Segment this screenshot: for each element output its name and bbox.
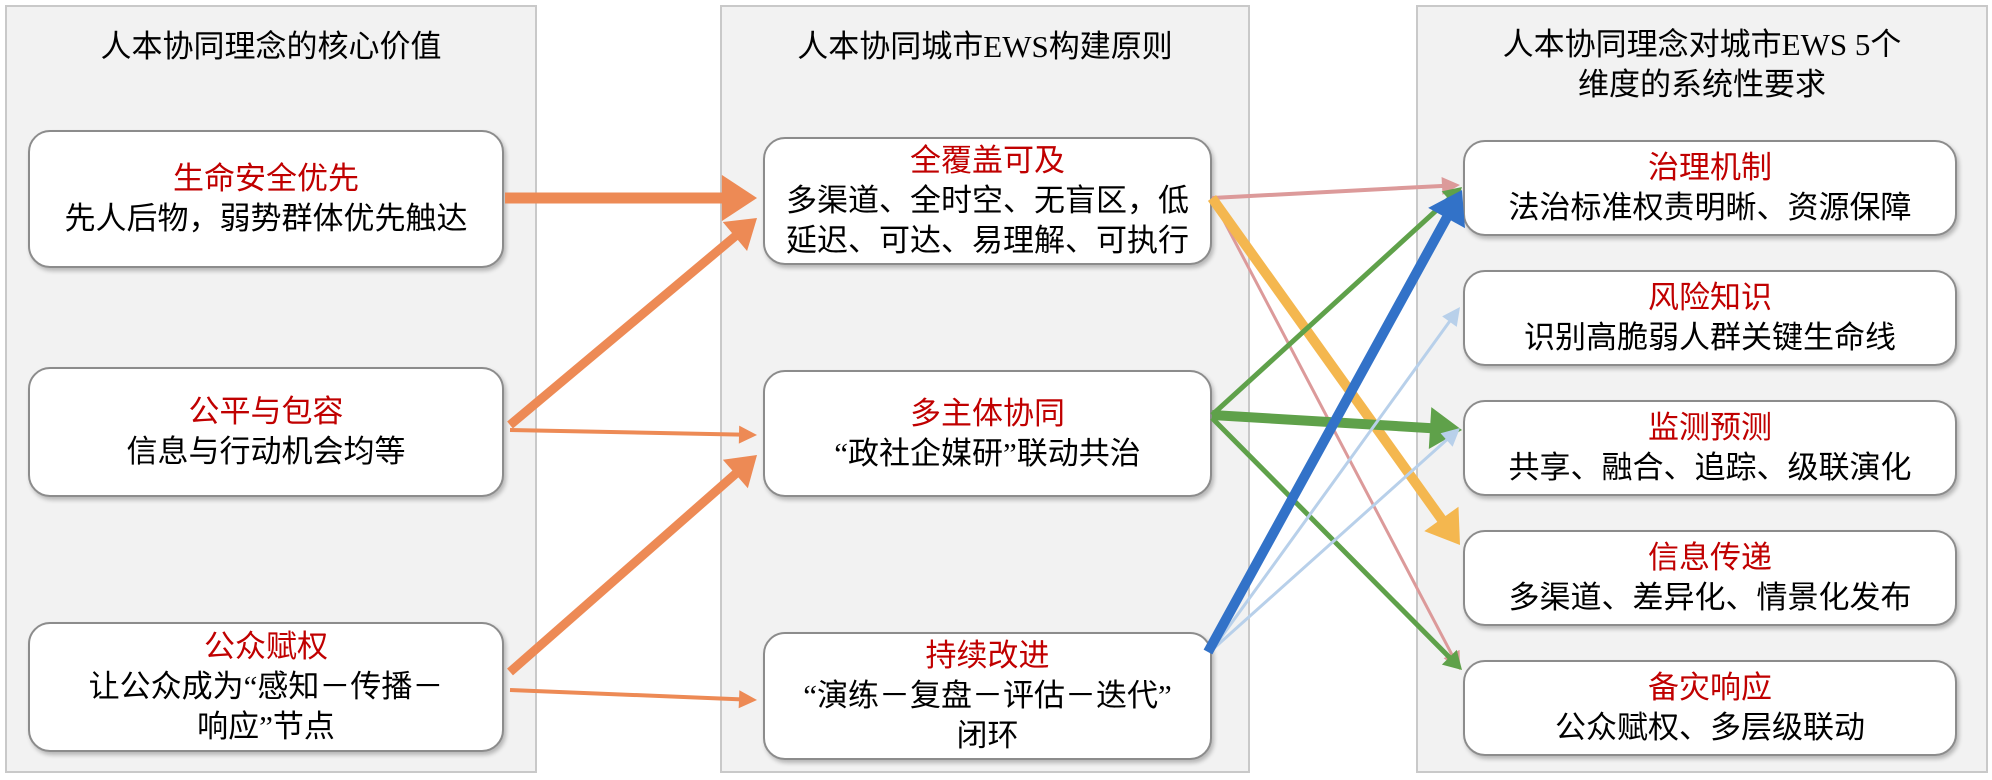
box-text: 闭环 xyxy=(956,718,1019,753)
arrow-shaft xyxy=(1203,213,1452,655)
box-title: 持续改进 xyxy=(925,638,1050,673)
panel-title-line: 维度的系统性要求 xyxy=(1578,67,1826,102)
box-title: 监测预测 xyxy=(1648,410,1772,445)
arrow-shaft xyxy=(509,428,742,437)
box-fairness: 公平与包容 信息与行动机会均等 xyxy=(28,367,504,497)
box-title: 多主体协同 xyxy=(910,395,1065,431)
box-life-safety: 生命安全优先 先人后物，弱势群体优先触达 xyxy=(28,130,504,268)
arrow-head xyxy=(722,455,757,489)
box-text: “政社企媒研”联动共治 xyxy=(834,435,1141,471)
box-title: 公众赋权 xyxy=(204,629,328,664)
arrow-shaft xyxy=(1211,410,1433,434)
panel-title-line: 人本协同理念对城市EWS 5个 xyxy=(1502,27,1902,62)
arrow xyxy=(507,455,757,676)
box-text: “演练－复盘－评估－迭代” xyxy=(803,678,1172,713)
arrow-head xyxy=(1440,428,1460,447)
box-text: 共享、融合、追踪、级联演化 xyxy=(1508,450,1912,485)
box-dissemination: 信息传递 多渠道、差异化、情景化发布 xyxy=(1463,530,1957,626)
box-full-coverage: 全覆盖可及 多渠道、全时空、无盲区，低 延迟、可达、易理解、可执行 xyxy=(763,137,1212,265)
arrow xyxy=(1203,190,1465,655)
box-monitoring: 监测预测 共享、融合、追踪、级联演化 xyxy=(1463,400,1957,496)
box-title: 备灾响应 xyxy=(1648,670,1772,705)
box-text: 信息与行动机会均等 xyxy=(126,434,406,469)
panel-title: 人本协同城市EWS构建原则 xyxy=(797,29,1173,64)
box-governance: 治理机制 法治标准权责明晰、资源保障 xyxy=(1463,140,1957,236)
arrow-head xyxy=(1442,307,1460,327)
box-continuous-improvement: 持续改进 “演练－复盘－评估－迭代” 闭环 xyxy=(763,632,1212,760)
arrow-head xyxy=(721,174,757,222)
arrow-shaft xyxy=(1210,416,1453,661)
box-title: 风险知识 xyxy=(1648,280,1772,315)
arrow xyxy=(509,688,757,709)
box-text: 让公众成为“感知－传播－ xyxy=(88,669,444,704)
arrow xyxy=(507,218,757,429)
arrow xyxy=(1211,176,1460,200)
box-text: 先人后物，弱势群体优先触达 xyxy=(64,201,468,236)
box-text: 法治标准权责明晰、资源保障 xyxy=(1508,190,1912,225)
box-risk-knowledge: 风险知识 识别高脆弱人群关键生命线 xyxy=(1463,270,1957,366)
arrow xyxy=(509,425,757,444)
arrow-shaft xyxy=(1211,183,1445,200)
arrow-shaft xyxy=(1210,319,1452,651)
arrow xyxy=(1210,428,1460,652)
arrow-head xyxy=(1428,407,1462,450)
box-title: 生命安全优先 xyxy=(173,161,359,196)
arrow-shaft xyxy=(1210,437,1450,652)
panel-title: 人本协同理念对城市EWS 5个 维度的系统性要求 xyxy=(1418,25,1986,105)
arrow xyxy=(505,174,757,222)
box-title: 公平与包容 xyxy=(188,394,344,429)
arrow-head xyxy=(1441,649,1462,670)
box-title: 全覆盖可及 xyxy=(910,143,1065,178)
arrow-head xyxy=(1424,506,1460,545)
panel-title: 人本协同理念的核心价值 xyxy=(100,29,442,64)
box-title: 信息传递 xyxy=(1648,540,1772,575)
box-text: 识别高脆弱人群关键生命线 xyxy=(1524,320,1896,355)
box-text: 公众赋权、多层级联动 xyxy=(1555,710,1865,745)
box-public-empowerment: 公众赋权 让公众成为“感知－传播－ 响应”节点 xyxy=(28,622,504,752)
arrow xyxy=(1210,307,1460,651)
arrow-shaft xyxy=(1210,195,1452,417)
arrow-shaft xyxy=(509,688,742,702)
panel-requirements: 人本协同理念对城市EWS 5个 维度的系统性要求 xyxy=(1416,5,1988,773)
arrow-shaft xyxy=(507,469,740,676)
arrow-head xyxy=(738,425,757,444)
box-text: 响应”节点 xyxy=(197,709,335,744)
box-text: 多渠道、全时空、无盲区，低 xyxy=(786,183,1189,218)
arrow-head xyxy=(738,690,757,709)
arrow-head xyxy=(722,218,757,251)
box-multi-actor: 多主体协同 “政社企媒研”联动共治 xyxy=(763,370,1212,497)
box-text: 延迟、可达、易理解、可执行 xyxy=(786,223,1189,258)
arrow-shaft xyxy=(1207,195,1447,524)
arrow-head xyxy=(1428,190,1465,229)
arrow xyxy=(1210,416,1462,670)
arrow xyxy=(1207,195,1460,545)
arrow-shaft xyxy=(507,231,740,429)
box-text: 多渠道、差异化、情景化发布 xyxy=(1508,580,1912,615)
box-title: 治理机制 xyxy=(1648,150,1772,185)
arrow xyxy=(1211,407,1462,450)
box-response: 备灾响应 公众赋权、多层级联动 xyxy=(1463,660,1957,756)
